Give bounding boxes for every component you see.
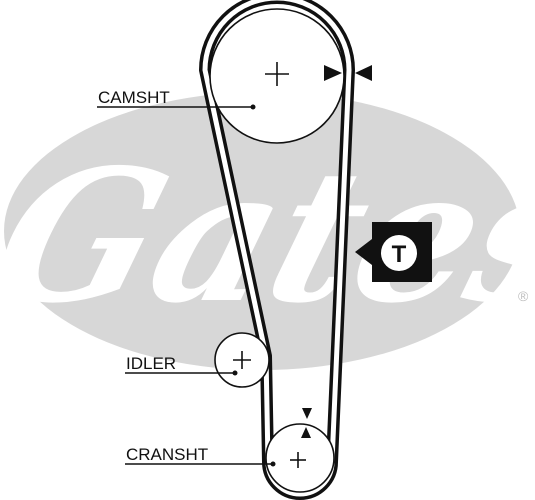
- timing-arrow-right-pointing: [324, 65, 342, 81]
- camshaft-pulley: [209, 8, 345, 144]
- crankshaft-label: CRANSHT: [126, 445, 208, 464]
- crank-timing-arrow-top: [302, 408, 312, 419]
- idler-label-group: IDLER: [125, 354, 238, 376]
- idler-leader-dot: [232, 370, 238, 376]
- tension-marker-letter: T: [392, 241, 407, 268]
- crankshaft-pulley: [265, 423, 335, 493]
- crank-timing-arrow-bottom: [301, 427, 311, 438]
- crankshaft-pulley-circle: [265, 423, 335, 493]
- timing-arrow-left-pointing: [355, 65, 372, 81]
- tension-marker-circle: [381, 235, 417, 271]
- idler-label: IDLER: [126, 354, 176, 373]
- camshaft-timing-mark: [324, 65, 372, 81]
- camshaft-label: CAMSHT: [98, 88, 170, 107]
- crankshaft-label-group: CRANSHT: [125, 445, 276, 467]
- timing-belt: [199, 0, 355, 500]
- camshaft-leader-dot: [250, 104, 256, 110]
- logo-oval: [4, 92, 520, 370]
- tension-marker: T: [355, 222, 432, 282]
- logo-wordmark: Gates: [0, 129, 535, 343]
- registered-trademark-symbol: ®: [518, 288, 529, 304]
- idler-pulley: [214, 332, 270, 388]
- crankshaft-leader-dot: [270, 461, 276, 467]
- belt-inner-path: [202, 0, 352, 497]
- crankshaft-timing-mark: [301, 408, 312, 438]
- camshaft-label-group: CAMSHT: [97, 88, 256, 110]
- gates-logo-watermark: Gates ®: [0, 92, 535, 370]
